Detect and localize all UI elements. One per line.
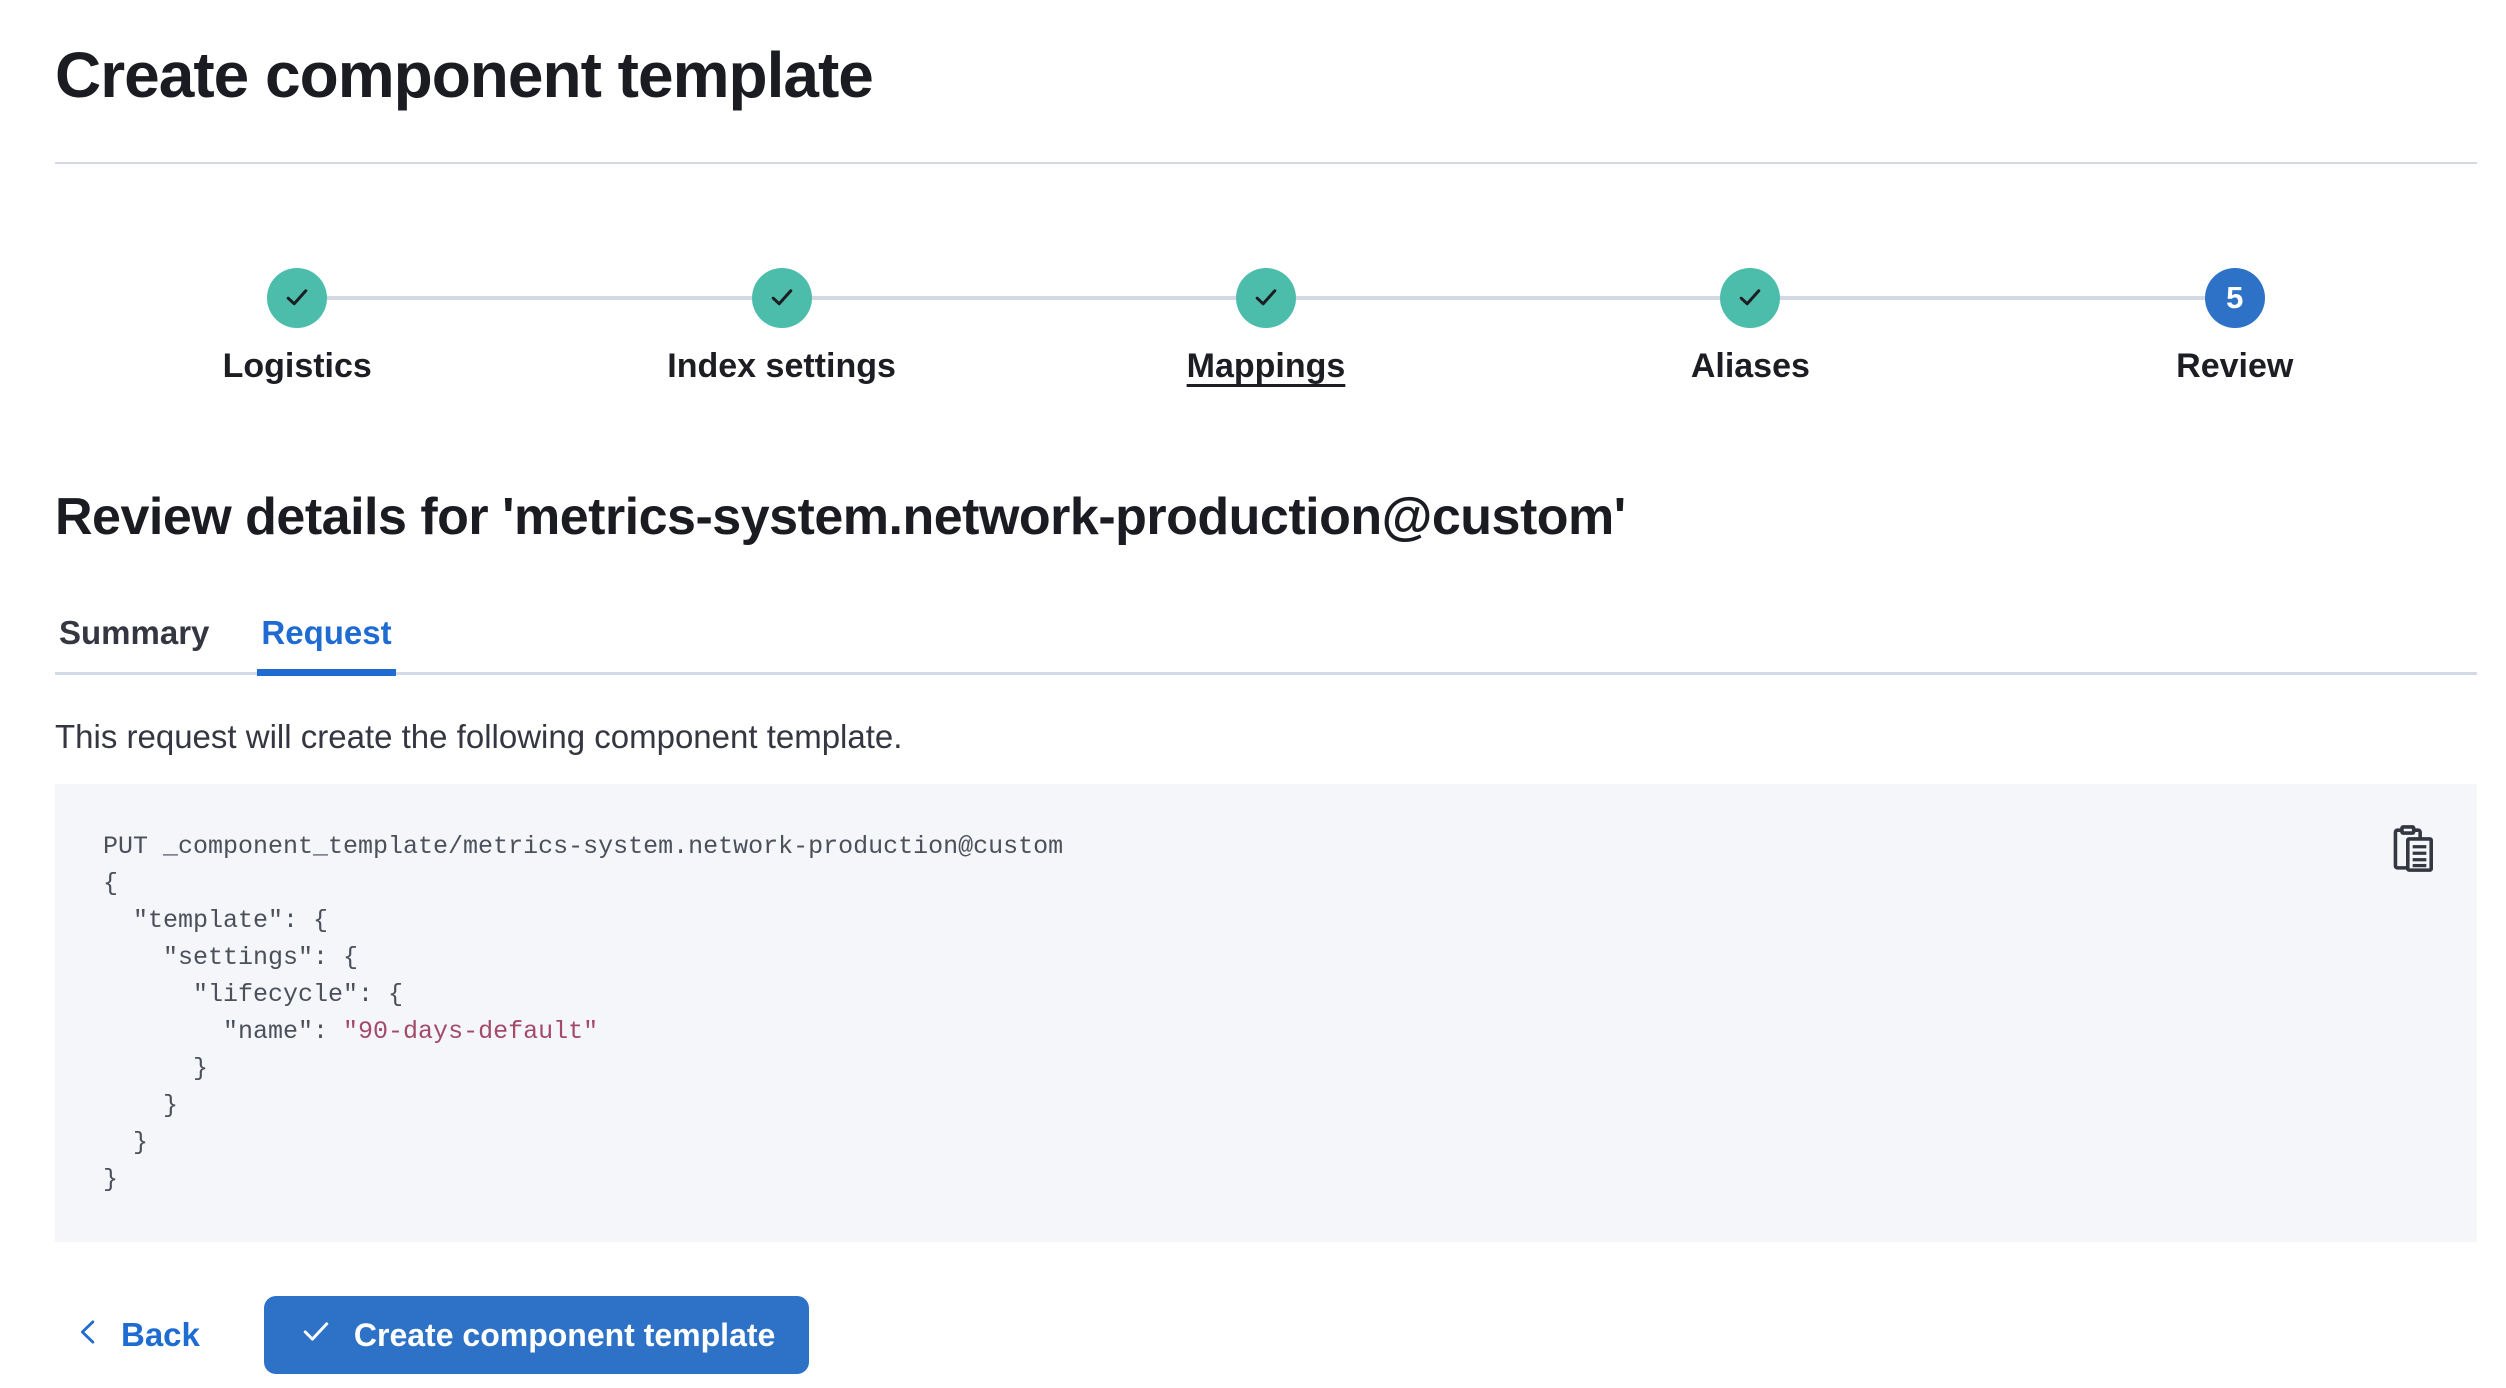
check-icon [766,281,798,316]
back-button-label: Back [121,1316,200,1353]
code-token: "settings": { [103,943,359,972]
create-component-template-label: Create component template [353,1316,776,1353]
review-heading: Review details for 'metrics-system.netwo… [55,488,1626,546]
chevron-left-icon [75,1316,103,1354]
code-token: PUT _component_template/metrics-system.n… [103,832,1064,861]
stepper-step-aliases[interactable]: Aliases [1508,268,1992,386]
tabs: Summary Request [55,614,2477,676]
code-token: } [103,1165,119,1194]
step-complete-circle [1720,268,1781,328]
code-token: } [103,1128,149,1157]
create-component-template-button[interactable]: Create component template [263,1296,810,1374]
check-icon [298,1313,334,1357]
code-token: } [103,1054,209,1083]
step-label: Aliases [1690,347,1810,385]
check-icon [1734,281,1766,316]
step-label: Logistics [222,347,372,385]
request-code-block: PUT _component_template/metrics-system.n… [55,784,2477,1242]
check-icon [1250,281,1282,316]
step-complete-circle [751,268,812,328]
step-label: Mappings [1186,347,1346,385]
step-number: 5 [2226,280,2244,315]
code-token: } [103,1091,179,1120]
copy-clipboard-icon [2387,824,2439,878]
code-token: { [103,869,119,898]
footer-actions: Back Create component template [55,1296,2477,1374]
header-divider [55,162,2477,164]
back-button[interactable]: Back [75,1316,200,1354]
stepper-step-mappings[interactable]: Mappings [1024,268,1508,386]
stepper-step-index-settings[interactable]: Index settings [539,268,1023,386]
code-token: "lifecycle": { [103,980,404,1009]
tab-request[interactable]: Request [257,614,396,676]
step-label: Index settings [667,347,896,385]
step-number-circle: 5 [2204,268,2265,328]
step-label: Review [2176,347,2294,385]
stepper-step-logistics[interactable]: Logistics [55,268,539,386]
request-description: This request will create the following c… [55,718,903,755]
tab-summary[interactable]: Summary [55,614,213,672]
page-title: Create component template [55,39,874,111]
check-icon [281,281,313,316]
code-string-token: "90-days-default" [343,1017,599,1046]
step-complete-circle [267,268,328,328]
code-token: "template": { [103,906,329,935]
code-token: "name": [103,1017,344,1046]
request-code: PUT _component_template/metrics-system.n… [103,828,2429,1198]
step-complete-circle [1235,268,1296,328]
copy-button[interactable] [2385,822,2441,878]
